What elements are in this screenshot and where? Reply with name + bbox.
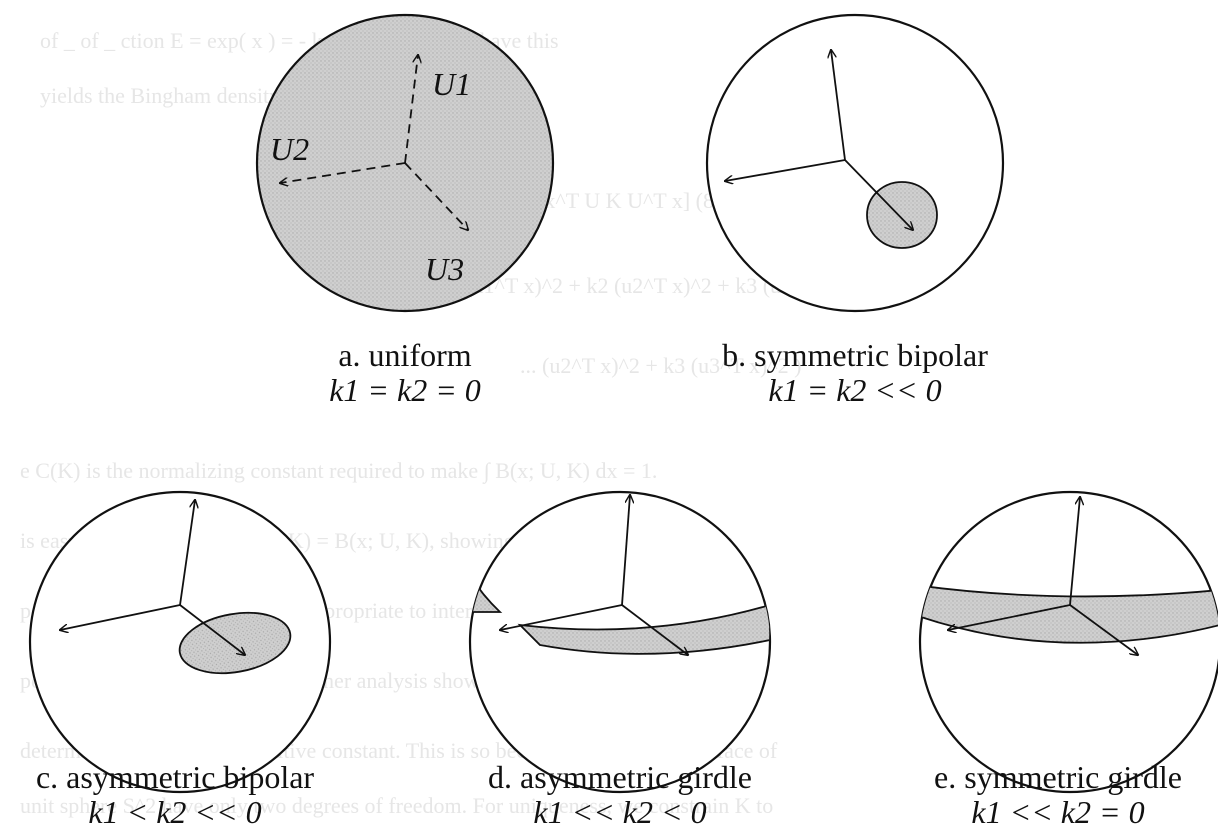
- axis-u3-label: U3: [425, 251, 464, 287]
- axis-2: [725, 159, 846, 181]
- panel-d-asymmetric-girdle: [468, 490, 772, 794]
- axis-2: [500, 604, 623, 630]
- sphere-circle: [705, 13, 1005, 313]
- caption-title: b. symmetric bipolar: [722, 337, 988, 373]
- axis-1: [831, 50, 846, 161]
- girdle-band: [920, 583, 1218, 644]
- caption-equation: k1 << k2 = 0: [971, 793, 1145, 830]
- caption-title: e. symmetric girdle: [934, 759, 1182, 795]
- concentration-blob: [866, 181, 938, 249]
- axis-3: [844, 159, 913, 230]
- axis-1: [1069, 497, 1080, 606]
- sphere-circle: [28, 490, 332, 794]
- axis-u3-arrow: [404, 162, 468, 230]
- caption-d: d. asymmetric girdle k1 << k2 < 0: [440, 760, 800, 829]
- caption-equation: k1 = k2 = 0: [329, 371, 481, 408]
- axis-u2-arrow: [280, 162, 406, 183]
- concentration-blob: [178, 611, 292, 675]
- background-line: e C(K) is the normalizing constant requi…: [20, 458, 658, 483]
- caption-b: b. symmetric bipolar k1 = k2 << 0: [660, 338, 1050, 407]
- caption-title: c. asymmetric bipolar: [35, 759, 315, 795]
- caption-a: a. uniform k1 = k2 = 0: [255, 338, 555, 407]
- axis-u2-label: U2: [270, 131, 309, 167]
- axis-2: [60, 604, 181, 630]
- background-line: unit sphere S^2 have only two degrees of…: [20, 793, 774, 818]
- caption-c: c. asymmetric bipolar k1 < k2 << 0: [0, 760, 350, 829]
- axis-3: [621, 604, 688, 655]
- axis-3: [179, 604, 245, 655]
- axis-1: [179, 500, 195, 606]
- axis-3: [1069, 604, 1138, 655]
- caption-equation: k1 = k2 << 0: [768, 371, 942, 408]
- caption-title: a. uniform: [338, 337, 472, 373]
- panel-e-symmetric-girdle: [918, 490, 1218, 794]
- girdle-band: [517, 603, 770, 655]
- axis-u1-label: U1: [432, 66, 471, 102]
- panel-b-symmetric-bipolar: [705, 13, 1005, 313]
- caption-equation: k1 << k2 < 0: [533, 793, 707, 830]
- caption-e: e. symmetric girdle k1 << k2 = 0: [898, 760, 1218, 829]
- caption-title: d. asymmetric girdle: [488, 759, 752, 795]
- axis-2: [948, 604, 1071, 630]
- axis-1: [621, 495, 630, 606]
- panel-a-uniform: U1 U2 U3: [255, 13, 555, 313]
- background-line: ... (u2^T x)^2 + k3 (u3^T x)^2 ): [520, 353, 802, 378]
- axis-u1-arrow: [404, 55, 418, 164]
- panel-c-asymmetric-bipolar: [28, 490, 332, 794]
- caption-equation: k1 < k2 << 0: [88, 793, 262, 830]
